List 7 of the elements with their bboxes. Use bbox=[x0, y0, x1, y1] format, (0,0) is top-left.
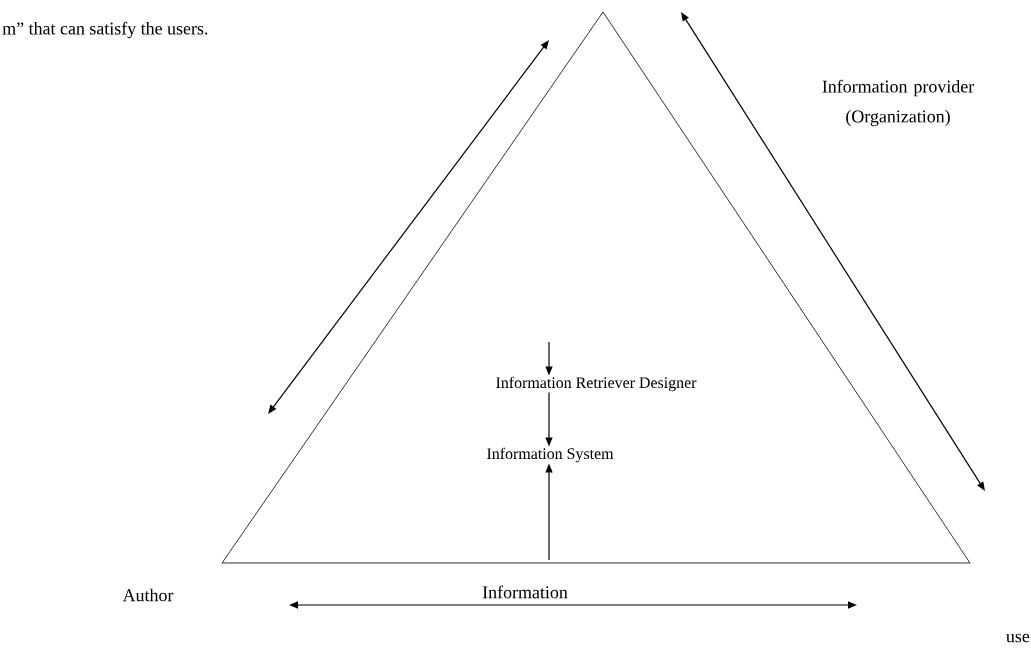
arrow-label: Information bbox=[482, 585, 568, 599]
node-label: Information provider (Organization) bbox=[822, 79, 975, 127]
text-fragment: m” that can satisfy the users. bbox=[2, 21, 208, 39]
node-label: use bbox=[1006, 633, 1030, 643]
node-label: Information Retriever Designer bbox=[496, 376, 697, 392]
node-label: Information System bbox=[487, 447, 614, 463]
node-label: Author bbox=[122, 588, 174, 602]
